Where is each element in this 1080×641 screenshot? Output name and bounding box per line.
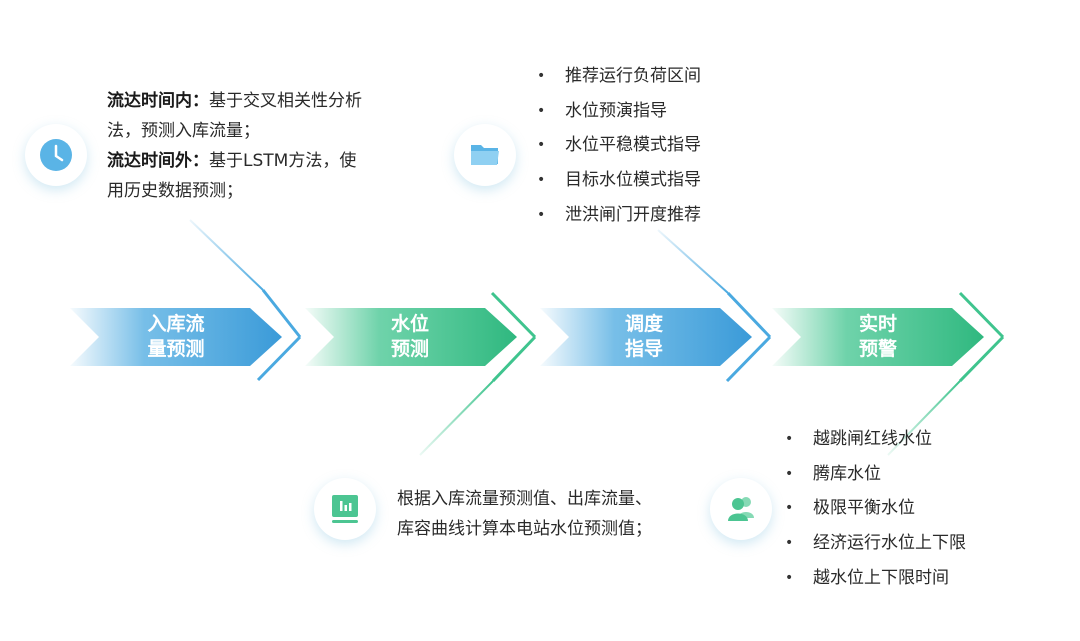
warning-list: 越跳闸红线水位 腾库水位 极限平衡水位 经济运行水位上下限 越水位上下限时间 (785, 422, 966, 595)
list-item: 水位预演指导 (537, 94, 701, 129)
stage-label-line: 实时 (858, 313, 897, 335)
stage-chevron-inflow (70, 219, 302, 382)
inflow-note-inside: 流达时间内：基于交叉相关性分析法，预测入库流量； (107, 86, 367, 146)
note-label: 流达时间内： (107, 91, 209, 111)
list-item: 腾库水位 (785, 457, 966, 492)
stage-label-inflow: 入库流 量预测 (116, 312, 236, 362)
list-item: 水位平稳模式指导 (537, 128, 701, 163)
list-item: 越跳闸红线水位 (785, 422, 966, 457)
stage-label-line: 量预测 (147, 338, 205, 360)
stage-label-dispatch: 调度 指导 (584, 312, 704, 362)
monitor-chart-icon (314, 478, 376, 540)
stage-label-line: 入库流 (147, 313, 205, 335)
inflow-note: 流达时间内：基于交叉相关性分析法，预测入库流量； 流达时间外：基于LSTM方法，… (107, 86, 367, 206)
stage-label-line: 水位 (390, 313, 429, 335)
list-item: 目标水位模式指导 (537, 163, 701, 198)
list-item: 推荐运行负荷区间 (537, 59, 701, 94)
stage-label-line: 调度 (624, 313, 663, 335)
list-item: 越水位上下限时间 (785, 561, 966, 596)
stage-label-line: 指导 (624, 338, 663, 360)
note-text: 基于交叉相关性分析法，预测入库流量； (107, 91, 362, 141)
stage-label-water-level: 水位 预测 (350, 312, 470, 362)
users-icon (710, 478, 772, 540)
stage-label-line: 预测 (390, 338, 429, 360)
stage-label-warning: 实时 预警 (818, 312, 938, 362)
note-label: 流达时间外： (107, 151, 209, 171)
folder-icon (454, 124, 516, 186)
stage-chevron-dispatch (540, 229, 772, 383)
list-item: 极限平衡水位 (785, 491, 966, 526)
inflow-note-outside: 流达时间外：基于LSTM方法，使用历史数据预测； (107, 146, 367, 206)
stage-label-line: 预警 (858, 338, 897, 360)
stage-chevron-water-level (305, 291, 537, 456)
stage-chevron-warning (772, 291, 1005, 456)
clock-icon (25, 124, 87, 186)
note-text: 基于LSTM方法，使用历史数据预测； (107, 151, 357, 201)
list-item: 泄洪闸门开度推荐 (537, 198, 701, 233)
list-item: 经济运行水位上下限 (785, 526, 966, 561)
water-level-note: 根据入库流量预测值、出库流量、库容曲线计算本电站水位预测值； (397, 489, 652, 539)
dispatch-guidance-list: 推荐运行负荷区间 水位预演指导 水位平稳模式指导 目标水位模式指导 泄洪闸门开度… (537, 59, 701, 232)
